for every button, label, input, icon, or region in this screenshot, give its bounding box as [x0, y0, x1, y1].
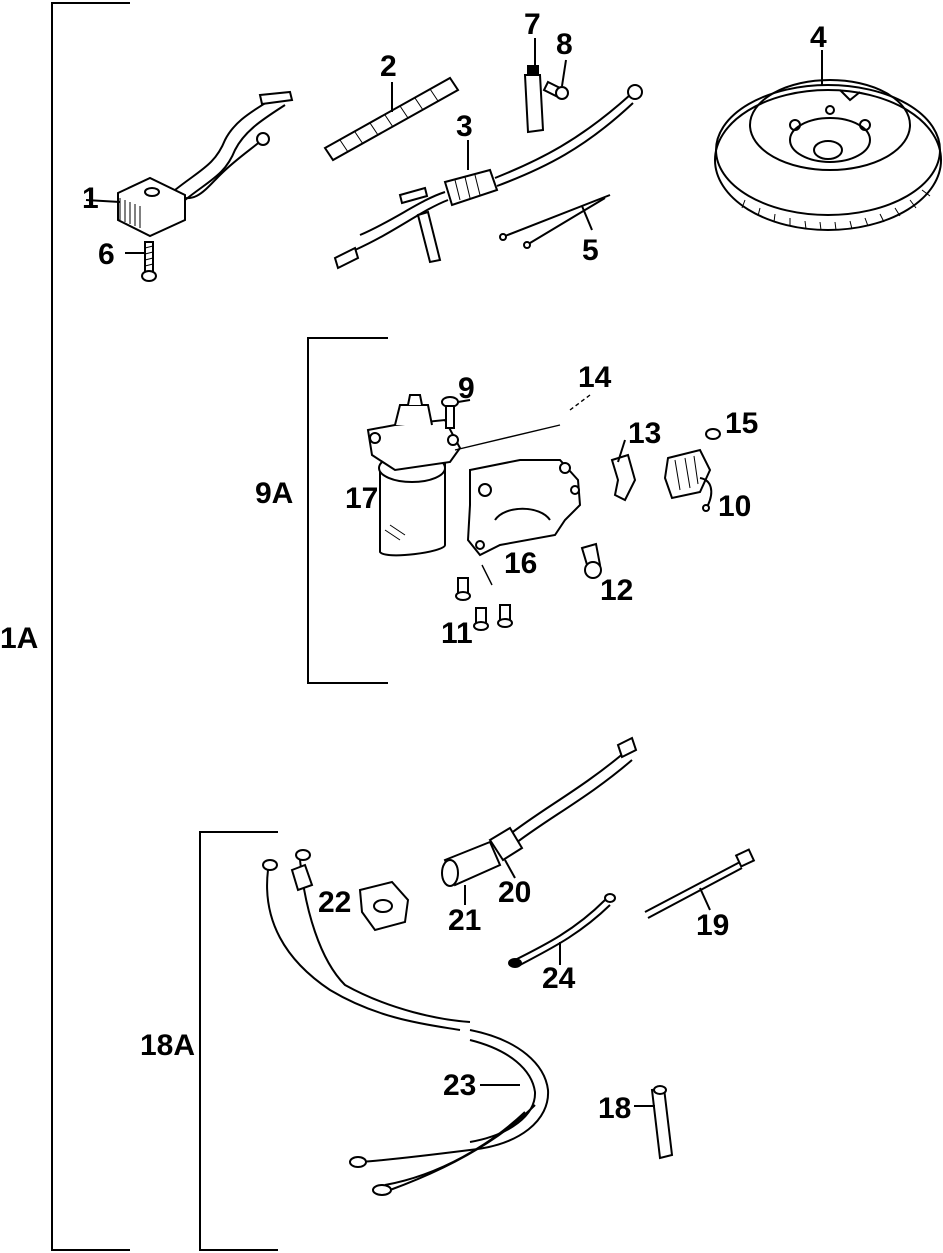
bracket-9A	[307, 337, 388, 684]
callout-24: 24	[542, 962, 576, 995]
part-cable-tie	[644, 848, 756, 919]
part-ground-lead	[508, 893, 616, 968]
callout-23: 23	[443, 1069, 476, 1102]
leader-9	[457, 399, 471, 403]
part-leads-5	[499, 194, 611, 249]
part-grommet	[358, 880, 410, 932]
group-label-9A: 9A	[255, 477, 293, 510]
leader-19	[699, 887, 711, 911]
part-clip-18	[650, 1085, 674, 1160]
part-battery-cables	[262, 849, 550, 1196]
callout-18: 18	[598, 1092, 631, 1125]
part-clip-7	[523, 65, 545, 134]
callout-2: 2	[380, 50, 397, 83]
callout-6: 6	[98, 238, 115, 271]
part-starter-motor	[366, 394, 462, 557]
leader-1	[85, 199, 121, 203]
part-screw-6	[141, 241, 157, 282]
part-spiral-wrap	[323, 76, 460, 162]
part-flywheel	[714, 79, 942, 231]
callout-9: 9	[458, 372, 475, 405]
callout-11: 11	[441, 617, 473, 650]
bracket-1A	[51, 2, 130, 1251]
leader-14	[569, 394, 591, 411]
callout-21: 21	[448, 904, 481, 937]
leader-5	[581, 205, 593, 231]
part-rectifier	[117, 90, 294, 238]
part-harness-3	[333, 84, 643, 270]
group-label-1A: 1A	[0, 622, 38, 655]
leader-20	[504, 859, 516, 879]
callout-17: 17	[345, 482, 378, 515]
leader-13	[617, 439, 626, 463]
part-bolt-9	[441, 396, 459, 429]
callout-19: 19	[696, 909, 729, 942]
callout-8: 8	[556, 28, 573, 61]
callout-7: 7	[524, 8, 541, 41]
part-bolt-12	[580, 542, 602, 579]
leader-8	[561, 59, 567, 87]
part-screw-15	[705, 428, 721, 440]
part-starter-bracket	[466, 459, 582, 557]
callout-3: 3	[456, 110, 473, 143]
part-bolts-11	[455, 577, 513, 631]
assembly-line	[454, 424, 561, 451]
bracket-18A	[199, 831, 278, 1251]
group-label-18A: 18A	[140, 1029, 195, 1062]
callout-20: 20	[498, 876, 531, 909]
callout-13: 13	[628, 417, 661, 450]
callout-10: 10	[718, 490, 751, 523]
leader-16	[481, 564, 493, 586]
callout-16: 16	[504, 547, 537, 580]
callout-1: 1	[82, 182, 99, 215]
callout-4: 4	[810, 21, 827, 54]
callout-22: 22	[318, 886, 351, 919]
callout-14: 14	[578, 361, 612, 394]
part-solenoid	[663, 448, 713, 512]
callout-12: 12	[600, 574, 633, 607]
part-clip-13	[610, 453, 637, 502]
part-switch-cable	[441, 736, 638, 887]
part-screw-8	[542, 80, 569, 100]
callout-15: 15	[725, 407, 758, 440]
callout-5: 5	[582, 234, 599, 267]
